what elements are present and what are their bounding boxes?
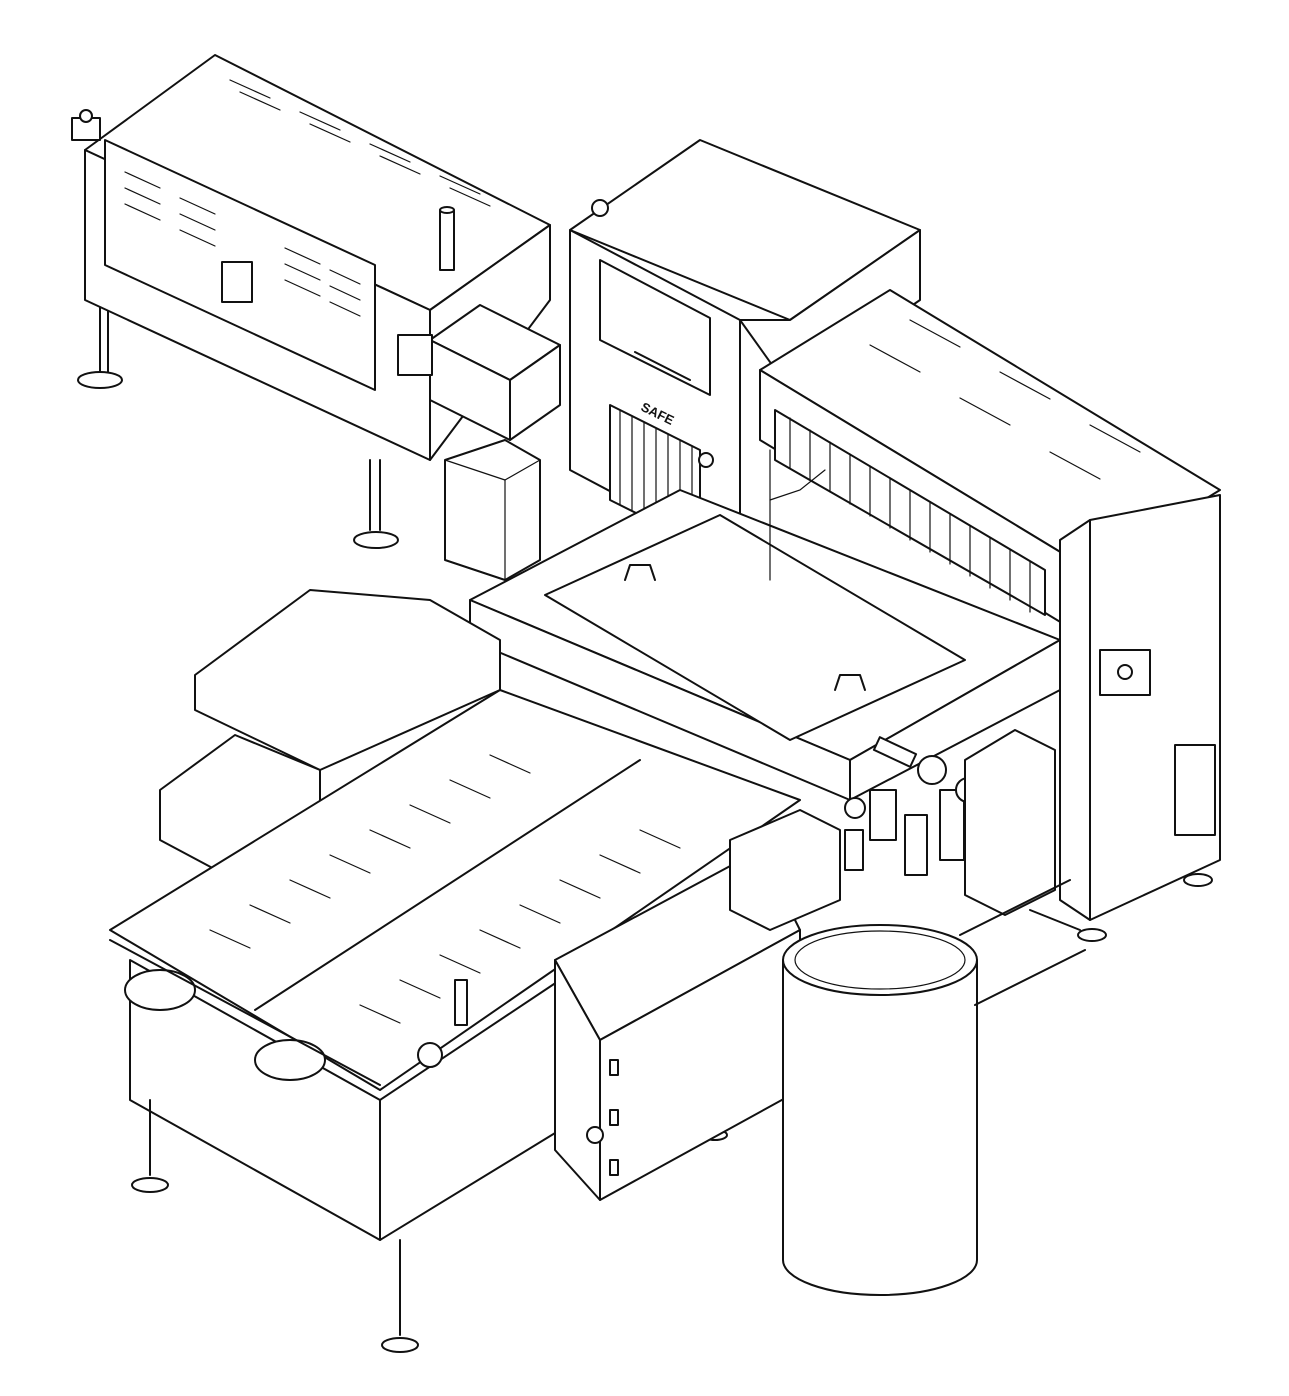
right-machine-top-slots <box>869 319 1141 480</box>
rear-left-upright-tube <box>439 209 455 271</box>
rear-left-machine <box>71 54 551 549</box>
connecting-housing <box>397 304 561 581</box>
valve-handle-icon <box>844 797 866 819</box>
tower-indicator-lamp <box>591 199 609 217</box>
conveyor-divider <box>254 759 641 1011</box>
rear-left-door-vents <box>124 171 361 317</box>
valve-assembly <box>844 729 1056 916</box>
lower-electrical-box <box>444 439 541 581</box>
conveyor-rollers <box>109 939 381 1086</box>
right-machine-grille-bars <box>789 417 1031 613</box>
right-cabinet-access-panel <box>1099 649 1151 696</box>
front-conveyor <box>109 589 801 1353</box>
right-cabinet-front <box>1059 494 1221 921</box>
front-electrical-cabinet <box>554 809 841 1201</box>
cylindrical-tank <box>782 924 978 1296</box>
cover-handle-1 <box>624 564 656 581</box>
cabinet-junction-box <box>729 809 841 931</box>
right-cabinet-switch-box <box>1174 744 1216 836</box>
pressure-gauge-icon <box>917 755 947 785</box>
conveyor-upright-post <box>454 979 468 1026</box>
rear-left-door-latch <box>221 261 253 303</box>
junction-box-small <box>397 334 433 376</box>
left-motor-housing <box>194 589 501 771</box>
conveyor-slats <box>209 754 681 1024</box>
tower-upper-door <box>599 259 711 396</box>
piping-box <box>964 729 1056 916</box>
right-machine <box>759 289 1221 942</box>
cover-handle-2 <box>834 674 866 691</box>
rear-left-legs <box>77 299 399 549</box>
base-frame-rail <box>959 879 1086 1006</box>
rear-left-top-vents <box>229 79 491 207</box>
